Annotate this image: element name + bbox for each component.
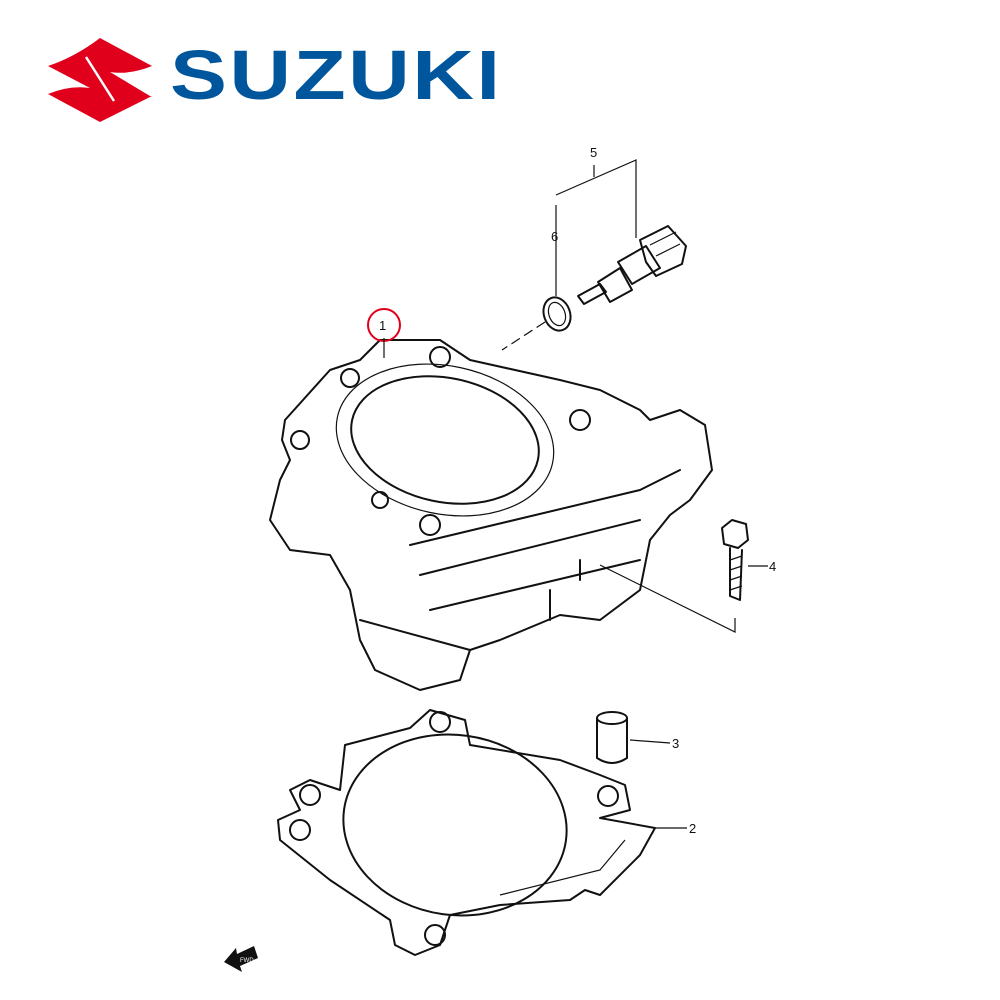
part-1-cylinder <box>269 339 713 691</box>
part-6-washer <box>542 296 572 332</box>
part-3-dowel <box>596 711 628 764</box>
callout-5[interactable]: 5 <box>590 145 597 160</box>
callout-4[interactable]: 4 <box>769 559 776 574</box>
suzuki-s-logo <box>48 38 152 122</box>
callout-2[interactable]: 2 <box>689 821 696 836</box>
fwd-arrow-icon: FWD <box>224 946 258 972</box>
part-5-sensor <box>577 225 687 305</box>
callout-1[interactable]: 1 <box>379 318 386 333</box>
leader-5-6 <box>555 159 637 296</box>
suzuki-wordmark: SUZUKI <box>170 36 503 114</box>
leader-4 <box>599 564 736 633</box>
fwd-label: FWD <box>240 958 254 964</box>
dashed-leader <box>501 321 546 351</box>
part-4-bolt <box>721 519 749 601</box>
callout-6[interactable]: 6 <box>551 229 558 244</box>
callout-3[interactable]: 3 <box>672 736 679 751</box>
part-2-gasket <box>277 709 656 956</box>
